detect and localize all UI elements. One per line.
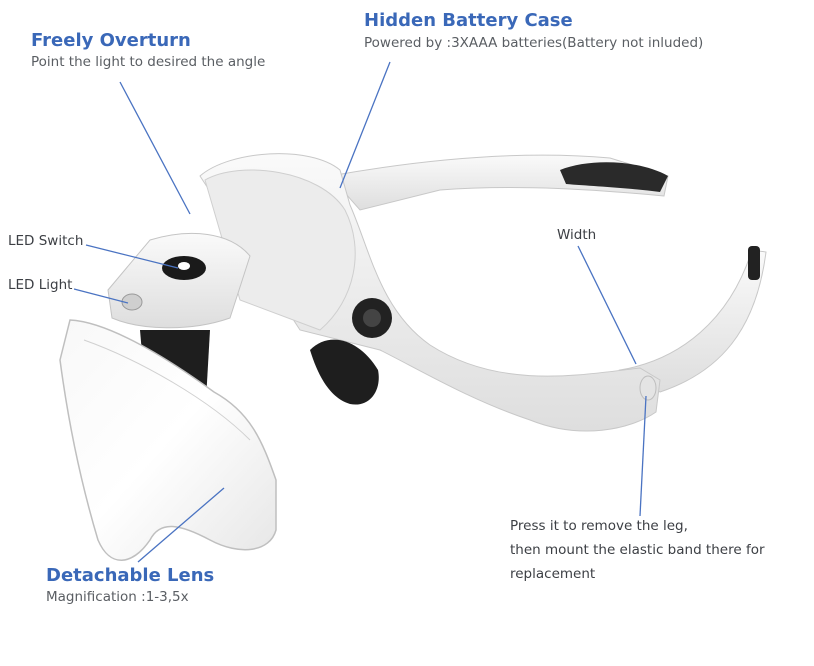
leg-instruction-line1: Press it to remove the leg, [510,518,688,534]
leader-freely-overturn [119,81,191,215]
leader-battery [339,61,391,189]
battery-desc: Powered by :3XAAA batteries(Battery not … [364,35,704,51]
leader-led-switch [85,244,179,269]
led-module [107,232,251,329]
leg-instruction-line3: replacement [510,566,596,582]
leader-width [577,245,637,365]
battery-title: Hidden Battery Case [364,10,573,31]
lens-desc: Magnification :1-3,5x [46,589,189,605]
detachable-lens-shape [59,319,277,561]
leader-led-light [73,288,129,304]
led-light-label: LED Light [8,277,73,293]
freely-overturn-title: Freely Overturn [31,30,191,51]
leader-lens [137,487,225,563]
leader-leg [639,395,647,517]
led-switch-label: LED Switch [8,233,84,249]
leader-lines [73,61,647,563]
headband-body [199,153,661,432]
leg-instruction-line2: then mount the elastic band there for [510,542,765,558]
temple-arm [329,154,669,211]
width-label: Width [557,227,597,243]
freely-overturn-desc: Point the light to desired the angle [31,54,266,70]
lens-title: Detachable Lens [46,565,215,586]
